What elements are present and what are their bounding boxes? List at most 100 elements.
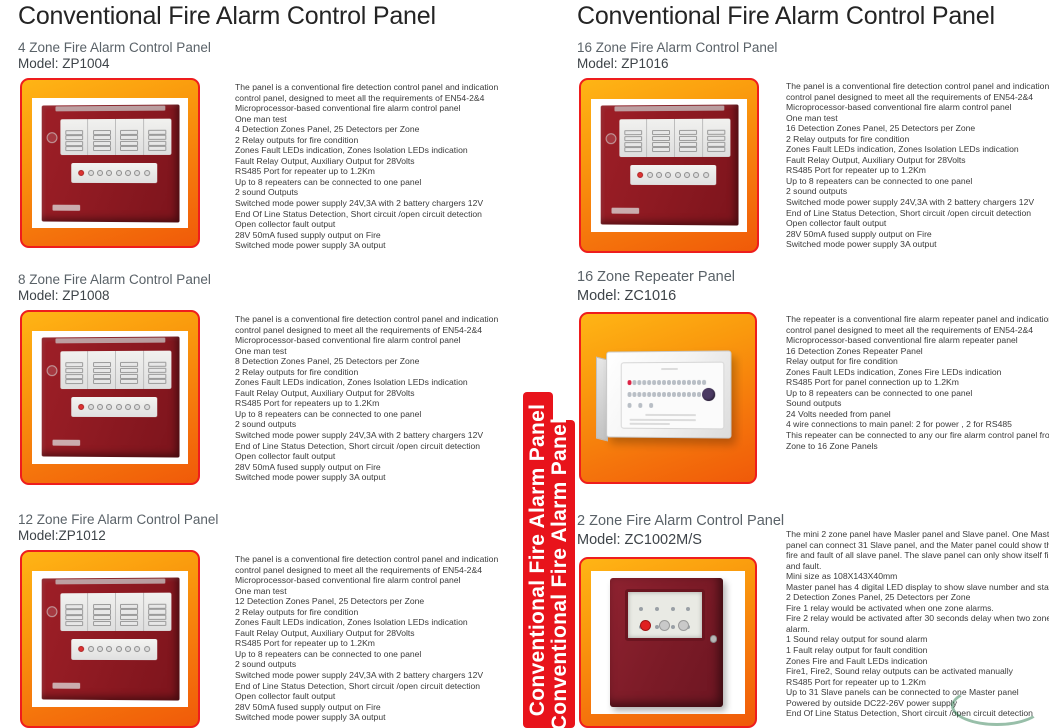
spec-line: control panel designed to meet all the r…: [786, 325, 1049, 336]
spec-line: One man test: [235, 346, 498, 357]
spec-line: 2 Relay outputs for fire condition: [235, 367, 498, 378]
spec-line: Open collector fault output: [235, 691, 498, 702]
product-model: Model: ZP1004: [18, 56, 211, 72]
spec-line: Fault Relay Output, Auxiliary Output for…: [786, 155, 1049, 166]
test-reset-button[interactable]: [678, 620, 689, 631]
spec-line: panel can connect 31 Slave panel, and th…: [786, 540, 1049, 551]
spec-line: 2 sound outputs: [786, 186, 1049, 197]
spec-line: Switched mode power supply 3A output: [235, 240, 498, 251]
spec-line: 28V 50mA fused supply output on Fire: [235, 702, 498, 713]
evacuate-button[interactable]: [640, 620, 651, 631]
fault-led-row: [627, 393, 706, 398]
spec-line: Switched mode power supply 24V,3A with 2…: [235, 430, 498, 441]
fire-panel-illustration: [42, 104, 180, 222]
spec-line: 4 Detection Zones Panel, 25 Detectors pe…: [235, 124, 498, 135]
panel-top-edge: [614, 106, 724, 112]
spec-line: control panel designed to meet all the r…: [235, 325, 498, 336]
spec-line: Switched mode power supply 3A output: [235, 472, 498, 483]
spec-line: Zones Fault LEDs indication, Zones Isola…: [235, 145, 498, 156]
spec-line: Sound outputs: [786, 398, 1049, 409]
spec-line: Relay output for fire condition: [786, 356, 1049, 367]
product-photo-frame[interactable]: [20, 78, 200, 248]
mini-button-row[interactable]: [636, 620, 693, 631]
product-name: 16 Zone Repeater Panel: [577, 268, 735, 286]
spec-line: RS485 Port for repeaters up to 1.2Km: [235, 398, 498, 409]
status-led-card: [631, 165, 716, 186]
spec-line: Zone to 16 Zone Panels: [786, 441, 1049, 452]
spec-line: Open collector fault output: [786, 218, 1049, 229]
spec-line: Open collector fault output: [235, 219, 498, 230]
fire-panel-illustration: [42, 577, 180, 700]
spec-line: Switched mode power supply 24V,3A with 2…: [786, 197, 1049, 208]
product-specs: The panel is a conventional fire detecti…: [235, 82, 498, 251]
spec-line: Master panel has 4 digital LED display t…: [786, 582, 1049, 593]
product-model: Model: ZP1008: [18, 288, 211, 304]
product-photo-frame[interactable]: [579, 78, 759, 253]
spec-line: control panel designed to meet all the r…: [786, 92, 1049, 103]
zone-label-card: [61, 351, 171, 389]
silence-button[interactable]: [659, 620, 670, 631]
product-name: 12 Zone Fire Alarm Control Panel: [18, 512, 218, 528]
product-photo: [593, 327, 743, 468]
spec-line: 1 Sound relay output for sound alarm: [786, 634, 1049, 645]
spec-line: This repeater can be connected to any ou…: [786, 430, 1049, 441]
spec-line: and fault.: [786, 561, 1049, 572]
spec-line: One man test: [786, 113, 1049, 124]
product-photo-frame[interactable]: [579, 557, 757, 728]
spec-line: Microprocessor-based conventional fire a…: [235, 575, 498, 586]
status-led-card: [72, 639, 157, 660]
spec-line: 24 Volts needed from panel: [786, 409, 1049, 420]
spec-line: 16 Detection Zones Panel, 25 Detectors p…: [786, 123, 1049, 134]
product-photo-frame[interactable]: [20, 550, 200, 728]
silence-knob[interactable]: [702, 388, 715, 401]
mini-led-grid: [633, 598, 696, 615]
spec-line: Zones Fault LEDs indication, Zones Isola…: [235, 617, 498, 628]
zone-label-card: [620, 119, 730, 157]
mini-panel-window: [625, 589, 705, 641]
spec-line: The panel is a conventional fire detecti…: [235, 82, 498, 93]
product-photo-frame[interactable]: [20, 310, 200, 485]
spec-line: 28V 50mA fused supply output on Fire: [235, 462, 498, 473]
watermark-swirl: [951, 686, 1043, 726]
product-photo: [32, 571, 189, 707]
product-heading: 4 Zone Fire Alarm Control Panel Model: Z…: [18, 40, 211, 72]
right-column: Conventional Fire Alarm Control Panel 16…: [570, 0, 1049, 728]
spec-line: The repeater is a conventional fire alar…: [786, 314, 1049, 325]
spec-line: One man test: [235, 114, 498, 125]
spec-line: Zones Fault LEDs indication, Zones Isola…: [786, 144, 1049, 155]
spec-line: 28V 50mA fused supply output on Fire: [235, 230, 498, 241]
spec-line: The panel is a conventional fire detecti…: [786, 81, 1049, 92]
spec-line: Zones Fire and Fault LEDs indication: [786, 656, 1049, 667]
panel-logo-badge: [46, 365, 57, 376]
fire-led-row: [627, 380, 706, 385]
spec-line: End Of Line Status Detection, Short circ…: [235, 209, 498, 220]
panel-lock-icon: [710, 635, 718, 643]
product-model: Model: ZC1002M/S: [577, 530, 784, 550]
left-column-title: Conventional Fire Alarm Control Panel: [18, 2, 436, 31]
product-photo-frame[interactable]: [579, 312, 757, 484]
status-led-row: [627, 404, 653, 409]
spec-line: Fire 2 relay would be activated after 30…: [786, 613, 1049, 624]
spec-line: Microprocessor-based conventional fire a…: [786, 335, 1049, 346]
spec-line: The panel is a conventional fire detecti…: [235, 314, 498, 325]
spec-line: 2 Relay outputs for fire condition: [235, 135, 498, 146]
product-model: Model: ZC1016: [577, 286, 735, 306]
spec-line: Open collector fault output: [235, 451, 498, 462]
product-name: 8 Zone Fire Alarm Control Panel: [18, 272, 211, 288]
repeater-panel-illustration: [606, 351, 731, 440]
spec-line: Up to 8 repeaters can be connected to on…: [786, 176, 1049, 187]
spec-line: Switched mode power supply 3A output: [786, 239, 1049, 250]
spec-line: control panel designed to meet all the r…: [235, 565, 498, 576]
product-photo: [32, 98, 189, 228]
spec-line: Zones Fault LEDs indication, Zones Fire …: [786, 367, 1049, 378]
spec-line: Fault Relay Output, Auxiliary Output for…: [235, 156, 498, 167]
spec-line: Up to 8 repeaters can be connected to on…: [235, 177, 498, 188]
product-photo: [591, 571, 744, 715]
panel-top-edge: [55, 338, 165, 344]
product-specs: The repeater is a conventional fire alar…: [786, 314, 1049, 451]
panel-top-edge: [55, 579, 165, 585]
spec-line: fire and fault of all slave panel. The s…: [786, 550, 1049, 561]
spec-line: control panel, designed to meet all the …: [235, 93, 498, 104]
product-photo: [32, 331, 189, 464]
